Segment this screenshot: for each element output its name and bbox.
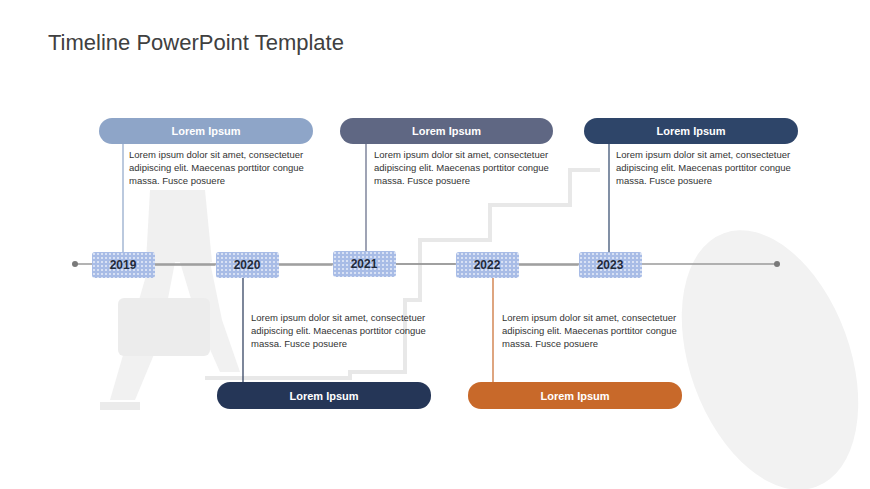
body-text: Lorem ipsum dolor sit amet, consectetuer… <box>616 148 806 187</box>
heading-pill: Lorem IpsumLorem ipsum dolor sit amet, c… <box>340 118 553 144</box>
year-label: 2021 <box>351 257 378 271</box>
heading-text: Lorem Ipsum <box>656 125 725 137</box>
leader-line <box>608 144 609 252</box>
year-box: 2022 <box>456 252 519 278</box>
axis-end-dot <box>774 261 780 267</box>
year-label: 2022 <box>474 258 501 272</box>
hand <box>649 206 870 489</box>
body-text: Lorem ipsum dolor sit amet, consectetuer… <box>129 148 319 187</box>
year-box: 2020 <box>216 252 279 278</box>
axis-segment <box>279 264 333 266</box>
heading-text: Lorem Ipsum <box>289 390 358 402</box>
heading-text: Lorem Ipsum <box>412 125 481 137</box>
leader-line <box>242 278 243 382</box>
heading-pill: Lorem IpsumLorem ipsum dolor sit amet, c… <box>584 118 798 144</box>
body-text: Lorem ipsum dolor sit amet, consectetuer… <box>251 311 441 350</box>
axis-segment <box>396 263 456 265</box>
body-text: Lorem ipsum dolor sit amet, consectetuer… <box>374 148 564 187</box>
slide-title: Timeline PowerPoint Template <box>48 30 344 56</box>
year-label: 2019 <box>110 258 137 272</box>
year-box: 2023 <box>579 252 642 278</box>
axis-end-dot <box>72 261 78 267</box>
leader-line <box>122 144 123 252</box>
year-box: 2019 <box>92 252 155 278</box>
year-box: 2021 <box>333 251 396 277</box>
heading-pill: Lorem IpsumLorem ipsum dolor sit amet, c… <box>468 382 682 409</box>
year-label: 2023 <box>597 258 624 272</box>
heading-pill: Lorem IpsumLorem ipsum dolor sit amet, c… <box>99 118 313 144</box>
body-text: Lorem ipsum dolor sit amet, consectetuer… <box>502 311 692 350</box>
leader-line <box>365 144 366 251</box>
heading-pill: Lorem IpsumLorem ipsum dolor sit amet, c… <box>217 382 431 409</box>
leader-line <box>492 278 493 382</box>
timeline-axis <box>75 263 777 265</box>
heading-text: Lorem Ipsum <box>171 125 240 137</box>
axis-segment <box>519 264 579 266</box>
heading-text: Lorem Ipsum <box>540 390 609 402</box>
axis-segment <box>155 264 216 266</box>
year-label: 2020 <box>234 258 261 272</box>
